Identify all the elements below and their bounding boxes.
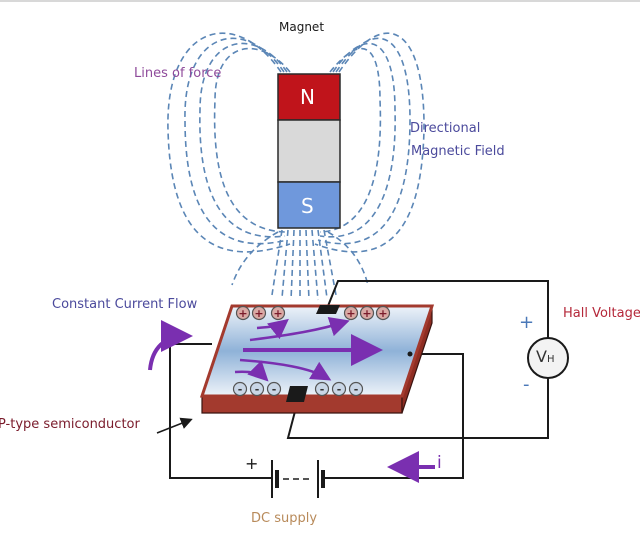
voltmeter-plus-sign: + — [519, 312, 535, 333]
positive-carrier — [375, 305, 391, 321]
positive-carrier-sign: + — [238, 307, 247, 320]
field-lines-left — [167, 32, 291, 253]
negative-carrier-sign: - — [238, 383, 243, 396]
negative-carrier — [266, 381, 282, 397]
positive-carrier-sign: + — [362, 307, 371, 320]
negative-carrier — [314, 381, 330, 397]
voltmeter-subscript: H — [546, 354, 555, 365]
negative-carrier-sign: - — [255, 383, 260, 396]
top-probe-contact — [316, 305, 340, 314]
flow-arrow-upper-small — [256, 318, 289, 340]
negative-carriers: ------ — [232, 381, 364, 397]
positive-carrier — [343, 305, 359, 321]
p-type-semiconductor-label: P-type semiconductor — [0, 417, 140, 432]
side-contact — [407, 351, 413, 357]
flow-arrow-lower-small — [234, 360, 269, 382]
magnet-label: Magnet — [279, 20, 325, 34]
negative-carrier-sign: - — [320, 383, 325, 396]
south-pole-label: S — [301, 194, 314, 218]
battery-plus-sign: + — [245, 454, 259, 473]
incoming-current-arrow — [148, 320, 193, 371]
magnet-north-pole — [277, 73, 341, 121]
constant-current-flow-label: Constant Current Flow — [52, 297, 198, 312]
positive-carrier-sign: + — [346, 307, 355, 320]
p-type-semiconductor-slab — [199, 304, 435, 414]
lines-of-force-label: Lines of force — [134, 66, 222, 81]
voltmeter — [527, 337, 569, 379]
voltmeter-symbol: VH — [536, 349, 554, 365]
negative-carrier — [249, 381, 265, 397]
field-lines-right — [314, 32, 425, 253]
negative-carrier — [232, 381, 248, 397]
voltmeter-minus-sign: - — [523, 374, 530, 395]
field-lines-down — [231, 229, 369, 301]
bar-magnet — [277, 73, 341, 229]
current-arrows — [148, 317, 435, 483]
negative-carrier — [331, 381, 347, 397]
flow-arrow-upper — [249, 317, 350, 342]
positive-carrier — [251, 305, 267, 321]
voltmeter-v: V — [536, 347, 547, 366]
directional-field-label-line1: Directional — [410, 121, 481, 136]
positive-carrier-sign: + — [273, 307, 282, 320]
dc-battery — [271, 460, 325, 498]
negative-carrier-sign: - — [354, 383, 359, 396]
magnet-south-pole — [277, 181, 341, 229]
north-pole-label: N — [300, 85, 315, 109]
p-type-pointer-arrow — [156, 417, 193, 434]
current-i-label: i — [437, 453, 442, 473]
positive-carrier — [359, 305, 375, 321]
bottom-probe-contact — [286, 386, 308, 402]
positive-carrier-sign: + — [378, 307, 387, 320]
hall-voltage-label: Hall Voltage — [563, 306, 640, 321]
negative-carrier — [348, 381, 364, 397]
positive-carrier — [235, 305, 251, 321]
negative-carrier-sign: - — [337, 383, 342, 396]
positive-carriers: + + + + + + — [235, 305, 391, 321]
dc-supply-label: DC supply — [251, 511, 318, 526]
directional-field-label-line2: Magnetic Field — [411, 144, 505, 159]
negative-carrier-sign: - — [272, 383, 277, 396]
positive-carrier-sign: + — [254, 307, 263, 320]
magnet-middle — [277, 119, 341, 183]
